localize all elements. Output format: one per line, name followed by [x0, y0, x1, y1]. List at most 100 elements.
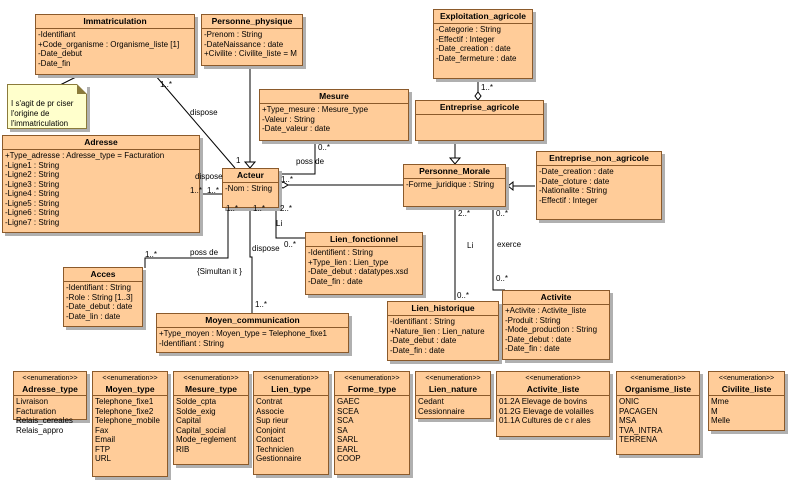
enum-organisme-liste[interactable]: <<enumeration>> Organisme_liste ONIC PAC…: [616, 371, 700, 455]
attribute: -Nom : String: [225, 184, 273, 193]
class-name: Adresse: [3, 136, 199, 150]
gen-arrow-head: [243, 161, 257, 169]
enum-value: 01.2A Elevage de bovins: [499, 397, 588, 406]
enum-civilite-liste[interactable]: <<enumeration>> Civilite_liste Mme M Mel…: [708, 371, 785, 431]
enum-value: Relais_cereales: [16, 416, 73, 425]
association-name: dispose: [190, 108, 218, 117]
enum-value: Facturation: [16, 406, 57, 416]
multiplicity-label: 1..*: [255, 300, 268, 309]
attribute: -Produit : String: [505, 315, 561, 325]
attribute: -Date_fin : date: [308, 276, 363, 286]
stereotype: <<enumeration>>: [525, 375, 581, 382]
attribute: -Ligne3 : String: [5, 179, 60, 189]
enum-value: Telephone_fixe1: [95, 397, 154, 406]
enum-lien-type[interactable]: <<enumeration>> Lien_type Contrat Associ…: [253, 371, 329, 475]
stereotype: <<enumeration>>: [102, 375, 158, 382]
attribute: -Identifiant : String: [66, 283, 131, 292]
enum-value: Livraison: [16, 397, 49, 406]
attribute: -Date_creation : date: [436, 44, 511, 53]
enum-value: Contrat: [256, 397, 283, 406]
enum-value: 01.1A Cultures de c r ales: [499, 416, 591, 425]
enum-value: Solde_exig: [176, 406, 216, 416]
enum-name: Adresse_type: [14, 383, 86, 396]
class-activite[interactable]: Activite +Activite : Activite_liste -Pro…: [502, 290, 610, 360]
attribute: -Effectif : Integer: [436, 34, 495, 44]
class-name: Mesure: [260, 90, 408, 104]
stereotype: <<enumeration>>: [344, 375, 400, 382]
enum-value: EARL: [337, 444, 358, 454]
enum-value: 01.2G Elevage de volailles: [499, 406, 594, 416]
attribute: -Date_fin : date: [505, 344, 560, 353]
enum-name: Forme_type: [335, 383, 409, 396]
attribute: -Mode_production : String: [505, 325, 598, 334]
attribute: -Ligne2 : String: [5, 170, 60, 179]
enum-name: Organisme_liste: [617, 383, 699, 396]
attribute: -Role : String [1..3]: [66, 292, 133, 302]
attribute: -Date_fin: [38, 58, 71, 68]
attribute: -Valeur : String: [262, 114, 315, 124]
class-moyen-communication[interactable]: Moyen_communication +Type_moyen : Moyen_…: [156, 313, 349, 353]
enum-value: FTP: [95, 444, 111, 454]
association-name: poss de: [190, 248, 219, 257]
enum-name: Activite_liste: [497, 383, 609, 396]
comment-note: I s'agit de pr ciser l'origine de l'imma…: [7, 84, 87, 129]
multiplicity-label: 2..*: [280, 204, 293, 213]
attribute: -Date_debut: [38, 49, 83, 58]
class-entreprise-agricole[interactable]: Entreprise_agricole: [415, 100, 544, 141]
assoc-mesure-acteur: [278, 140, 316, 175]
class-entreprise-non-agricole[interactable]: Entreprise_non_agricole -Date_creation :…: [536, 151, 662, 220]
constraint-label: {Simultan it }: [197, 267, 242, 276]
enum-value: GAEC: [337, 397, 360, 406]
enum-value: MSA: [619, 416, 637, 425]
assoc-acteur-moyen: [249, 208, 253, 313]
class-name: Immatriculation: [36, 15, 194, 29]
enum-name: Mesure_type: [174, 383, 248, 396]
class-name: Moyen_communication: [157, 314, 348, 328]
stereotype: <<enumeration>>: [22, 375, 78, 382]
enum-value: ONIC: [619, 397, 639, 406]
attribute: -Identifiant : String: [159, 338, 224, 348]
multiplicity-label: 1..*: [226, 204, 239, 213]
enum-adresse-type[interactable]: <<enumeration>> Adresse_type Livraison F…: [13, 371, 87, 435]
enum-moyen-type[interactable]: <<enumeration>> Moyen_type Telephone_fix…: [92, 371, 168, 477]
attribute: +Nature_lien : Lien_nature: [390, 326, 485, 336]
enum-activite-liste[interactable]: <<enumeration>> Activite_liste 01.2A Ele…: [496, 371, 610, 437]
class-acteur[interactable]: Acteur -Nom : String: [222, 168, 279, 208]
enum-value: RIB: [176, 444, 190, 454]
class-name: Entreprise_agricole: [416, 101, 543, 115]
attribute: -Date_lin : date: [66, 311, 121, 321]
enum-value: Contact: [256, 435, 284, 444]
class-acces[interactable]: Acces -Identifiant : String -Role : Stri…: [63, 267, 143, 327]
multiplicity-label: 1..*: [207, 186, 220, 195]
class-lien-historique[interactable]: Lien_historique -Identifiant : String +N…: [387, 301, 499, 361]
enum-value: Relais_appro: [16, 425, 64, 435]
attribute: -Date_debut : date: [66, 302, 133, 311]
enum-value: SARL: [337, 435, 358, 444]
multiplicity-label: 1: [236, 156, 241, 165]
enum-forme-type[interactable]: <<enumeration>> Forme_type GAEC SCEA SCA…: [334, 371, 410, 475]
gen-arrow-head: [448, 157, 462, 165]
enum-value: Cedant: [418, 397, 444, 406]
enum-value: Email: [95, 435, 116, 444]
class-personne-morale[interactable]: Personne_Morale -Forme_juridique : Strin…: [403, 164, 506, 207]
association-name: Li: [276, 219, 283, 228]
attribute: -Date_valeur : date: [262, 124, 331, 133]
note-fold: [77, 84, 87, 94]
enum-mesure-type[interactable]: <<enumeration>> Mesure_type Solde_cpta S…: [173, 371, 249, 465]
class-personne-physique[interactable]: Personne_physique -Prenom : String -Date…: [201, 14, 303, 66]
note-line: I s'agit de pr ciser: [11, 99, 74, 108]
enum-name: Moyen_type: [93, 383, 167, 396]
class-immatriculation[interactable]: Immatriculation -Identifiant +Code_organ…: [35, 14, 195, 75]
class-name: Personne_physique: [202, 15, 302, 29]
class-exploitation-agricole[interactable]: Exploitation_agricole -Categorie : Strin…: [433, 9, 533, 79]
enum-value: Sup rieur: [256, 416, 289, 425]
enum-value: Gestionnaire: [256, 454, 302, 463]
class-adresse[interactable]: Adresse +Type_adresse : Adresse_type = F…: [2, 135, 200, 233]
attribute: -Nationalite : String: [539, 186, 608, 195]
enum-value: SCEA: [337, 406, 359, 416]
enum-lien-nature[interactable]: <<enumeration>> Lien_nature Cedant Cessi…: [415, 371, 491, 419]
class-mesure[interactable]: Mesure +Type_mesure : Mesure_type -Valeu…: [259, 89, 409, 141]
class-lien-fonctionnel[interactable]: Lien_fonctionnel -Identifient : String +…: [305, 232, 423, 295]
assoc-immatriculation-acteur: [154, 74, 236, 169]
